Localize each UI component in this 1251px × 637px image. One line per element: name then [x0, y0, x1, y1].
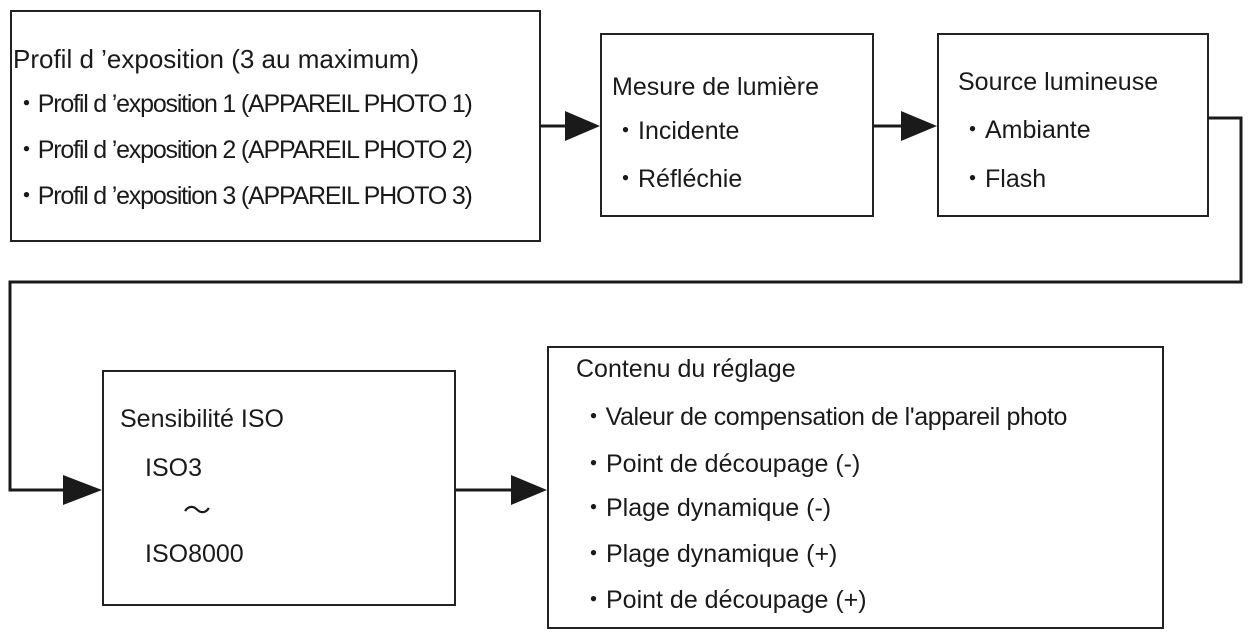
setting-item-clip-point-minus: ・Point de découpage (-) [581, 450, 861, 478]
setting-item-camera-compensation: ・Valeur de compensation de l'appareil ph… [581, 403, 1068, 431]
setting-item-dynamic-range-plus: ・Plage dynamique (+) [581, 540, 838, 568]
exposure-profile-title: Profil d ’exposition (3 au maximum) [13, 44, 420, 74]
iso-max-value: ISO8000 [145, 540, 244, 568]
light-source-title: Source lumineuse [958, 68, 1159, 96]
light-metering-item-incident: ・Incidente [613, 117, 740, 145]
connector-source-to-iso-line [8, 116, 1243, 492]
iso-range-symbol: ～ [183, 495, 212, 526]
setting-contents-title: Contenu du réglage [576, 355, 796, 383]
arrow-source-to-iso-head [63, 475, 102, 505]
exposure-profile-item-2: ・Profil d ’exposition 2 (APPAREIL PHOTO … [14, 136, 473, 164]
light-metering-title: Mesure de lumière [612, 73, 820, 101]
setting-contents-box [547, 346, 1164, 629]
light-metering-box [600, 33, 874, 217]
light-source-item-flash: ・Flash [960, 165, 1047, 193]
arrow-profile-to-metering-head [565, 111, 600, 141]
arrow-metering-to-source-head [901, 111, 937, 141]
exposure-profile-box [10, 10, 541, 242]
setting-item-dynamic-range-minus: ・Plage dynamique (-) [581, 494, 832, 522]
exposure-profile-item-3: ・Profil d ’exposition 3 (APPAREIL PHOTO … [14, 182, 473, 210]
iso-min-value: ISO3 [145, 454, 202, 482]
iso-sensitivity-box [102, 370, 456, 606]
exposure-profile-item-1: ・Profil d ’exposition 1 (APPAREIL PHOTO … [14, 90, 473, 118]
light-source-item-ambient: ・Ambiante [960, 116, 1091, 144]
arrow-iso-to-settings-head [511, 475, 547, 505]
setting-item-clip-point-plus: ・Point de découpage (+) [581, 586, 867, 614]
iso-sensitivity-title: Sensibilité ISO [120, 405, 284, 433]
light-metering-item-reflected: ・Réfléchie [613, 165, 743, 193]
light-source-box [937, 33, 1209, 217]
